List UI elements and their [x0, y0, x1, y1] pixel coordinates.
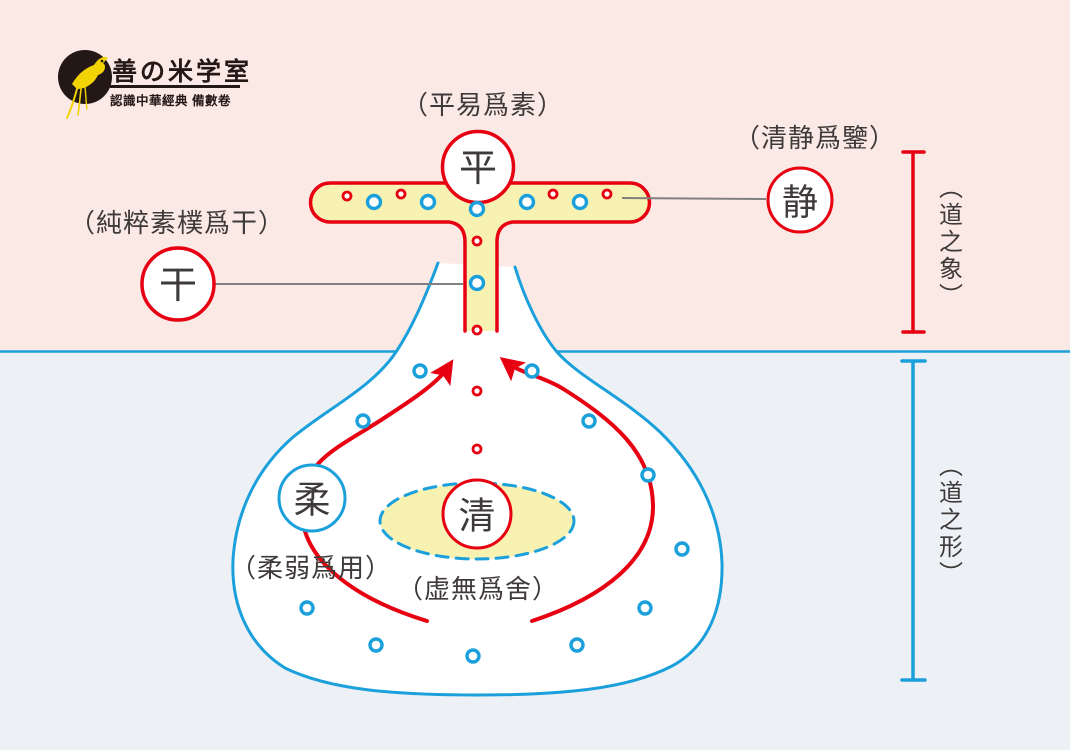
caption-xu: （虚無爲舍） [396, 574, 560, 604]
node-qing-circle [441, 478, 513, 550]
dao-zhi-xing-bracket [900, 359, 927, 682]
caption-rou: （柔弱爲用） [229, 553, 393, 583]
dao-zhi-xiang-bracket [901, 150, 926, 334]
node-jing-label: 静 [782, 182, 818, 223]
bracket-label-dao-zhi-xiang: （道之象） [934, 174, 962, 310]
node-rou-label: 柔 [294, 480, 331, 521]
qi-dots [299, 188, 690, 664]
jing-connector-line [621, 197, 767, 200]
node-qing-label: 清 [459, 496, 496, 537]
bracket-label-dao-zhi-xing: （道之形） [934, 452, 962, 588]
vase-outline-right [476, 265, 724, 697]
node-gan-circle [140, 246, 216, 322]
flow-arrow-right [499, 357, 656, 623]
surface-pool-fill [310, 183, 650, 331]
node-jing-circle [766, 166, 834, 234]
caption-ping: （平易爲素） [401, 90, 565, 120]
node-rou-circle [277, 463, 347, 533]
caption-gan: （純粹素樸爲干） [68, 208, 286, 238]
caption-jing: （清静爲鑒） [733, 123, 897, 153]
bird-logo-icon [66, 56, 108, 119]
node-gan-label: 干 [159, 265, 197, 307]
logo-tagline-text: 認識中華經典 備數卷 [110, 94, 231, 108]
node-ping-label: 平 [459, 148, 497, 190]
logo-brand-text: 善の米学室 [112, 59, 253, 86]
vase-outline-left [231, 261, 480, 697]
logo-divider [110, 85, 240, 88]
